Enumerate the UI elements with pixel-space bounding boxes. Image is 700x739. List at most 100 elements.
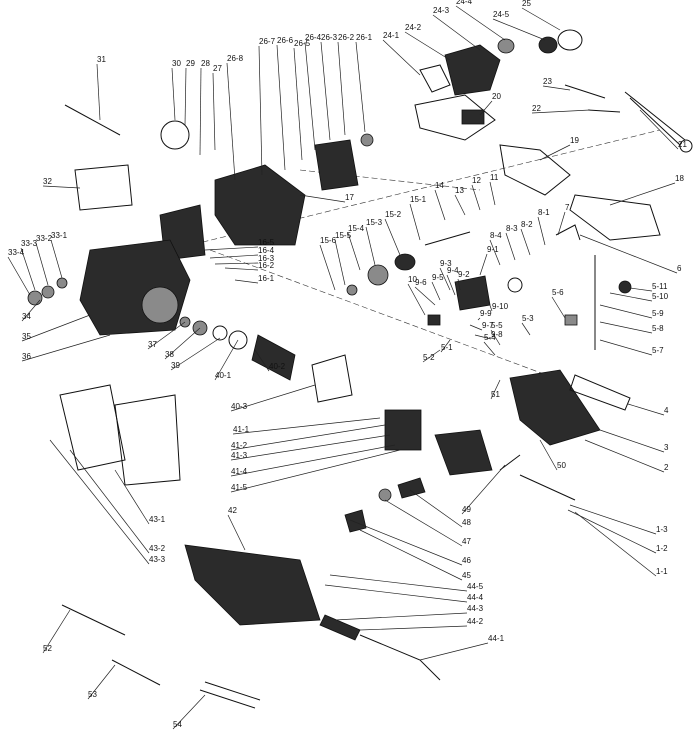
leader-line-16-5 xyxy=(204,246,259,251)
leader-line-5-8 xyxy=(599,321,653,334)
leader-line-40-3 xyxy=(230,384,316,412)
part-label-16-3: 16-3 xyxy=(258,254,275,263)
leader-line-24-5 xyxy=(492,18,546,41)
cord-guard-part xyxy=(319,614,361,641)
part-label-20: 20 xyxy=(492,92,501,101)
part-label-3: 3 xyxy=(664,443,669,452)
leader-line-9-2 xyxy=(457,278,461,291)
part-label-34: 34 xyxy=(22,312,31,321)
part-label-43-2: 43-2 xyxy=(149,544,166,553)
leader-line-1-1 xyxy=(574,511,657,577)
lever-part xyxy=(519,474,576,501)
leader-line-44-4 xyxy=(324,584,468,603)
part-label-37: 37 xyxy=(148,340,157,349)
leader-line-25 xyxy=(521,7,561,31)
leader-line-38 xyxy=(164,327,201,360)
part-label-33-4: 33-4 xyxy=(8,248,25,257)
part-label-12: 12 xyxy=(472,176,481,185)
part-label-21: 21 xyxy=(678,140,687,149)
part-label-22: 22 xyxy=(532,104,541,113)
part-label-16-4: 16-4 xyxy=(258,246,275,255)
part-label-44-4: 44-4 xyxy=(467,593,484,602)
part-label-5-11: 5-11 xyxy=(652,282,668,291)
part-label-41-5: 41-5 xyxy=(231,483,248,492)
part-label-10: 10 xyxy=(408,275,417,284)
leader-line-52 xyxy=(42,609,71,654)
spring-part xyxy=(507,277,523,293)
power-cord-part xyxy=(359,634,441,681)
leader-line-16-3 xyxy=(214,262,259,265)
clip-part xyxy=(555,224,581,241)
leader-line-8-4 xyxy=(489,239,501,266)
leader-line-44-2 xyxy=(359,625,468,631)
part-label-52: 52 xyxy=(43,644,52,653)
part-label-1-1: 1-1 xyxy=(656,567,668,576)
leader-line-1-3 xyxy=(569,504,657,535)
part-label-44-3: 44-3 xyxy=(467,604,484,613)
part-label-9-2: 9-2 xyxy=(458,270,470,279)
part-label-26-2: 26-2 xyxy=(338,33,355,42)
side-cover-part xyxy=(74,164,133,211)
cap-ring-part xyxy=(538,36,558,54)
leader-line-11 xyxy=(489,181,496,206)
part-label-5-8: 5-8 xyxy=(652,324,664,333)
brake-mechanism-part xyxy=(454,275,491,311)
part-label-48: 48 xyxy=(462,518,471,527)
part-label-33-3: 33-3 xyxy=(21,239,38,248)
leader-line-37 xyxy=(147,321,186,350)
part-label-50: 50 xyxy=(557,461,566,470)
leader-line-6 xyxy=(579,234,678,274)
leader-line-26-5 xyxy=(293,47,303,161)
part-label-27: 27 xyxy=(213,64,222,73)
leader-line-8-2 xyxy=(520,228,531,256)
part-label-31: 31 xyxy=(97,55,106,64)
leader-line-33-3 xyxy=(20,247,36,291)
leader-lines xyxy=(7,5,679,730)
leader-line-44-3 xyxy=(334,612,468,621)
part-label-32: 32 xyxy=(43,177,52,186)
part-label-28: 28 xyxy=(201,59,210,68)
part-label-2: 2 xyxy=(664,463,669,472)
part-label-41-4: 41-4 xyxy=(231,467,248,476)
part-label-5-4: 5-4 xyxy=(484,333,496,342)
part-label-43-3: 43-3 xyxy=(149,555,166,564)
part-label-8-2: 8-2 xyxy=(521,220,533,229)
spring-part xyxy=(499,454,521,471)
oil-tank-part xyxy=(444,44,501,96)
leader-line-27 xyxy=(212,72,216,151)
leader-line-13 xyxy=(454,194,466,216)
leader-line-5-9 xyxy=(599,304,653,319)
leader-line-28 xyxy=(199,67,202,156)
part-label-13: 13 xyxy=(455,186,464,195)
leader-line-1-2 xyxy=(567,509,657,554)
part-label-15-3: 15-3 xyxy=(366,218,383,227)
part-number-labels: 1-11-21-32345-15-25-35-45-55-65-75-85-95… xyxy=(8,0,687,729)
handle-bracket-part xyxy=(114,394,181,486)
leader-line-8-1 xyxy=(537,216,546,246)
leader-line-41-5 xyxy=(230,449,401,493)
part-label-33-1: 33-1 xyxy=(51,231,68,240)
leader-line-26-3 xyxy=(320,41,331,141)
leader-line-5-6 xyxy=(551,296,566,319)
leader-line-26-2 xyxy=(337,41,346,136)
part-label-39: 39 xyxy=(171,361,180,370)
leader-line-47 xyxy=(384,499,463,547)
part-label-1-2: 1-2 xyxy=(656,544,668,553)
leader-line-9-7 xyxy=(469,324,483,331)
leader-line-9-9 xyxy=(477,317,481,321)
part-label-5-5: 5-5 xyxy=(491,321,503,330)
front-housing-part xyxy=(509,369,601,446)
washer-part xyxy=(497,38,515,54)
fan-grille-part xyxy=(141,286,179,324)
leader-line-19 xyxy=(539,144,571,161)
leader-line-9-8 xyxy=(474,334,492,340)
part-label-26-4: 26-4 xyxy=(305,33,322,42)
leader-line-5-1 xyxy=(440,339,451,353)
wrench-end xyxy=(679,139,693,153)
part-label-15-1: 15-1 xyxy=(410,195,427,204)
part-label-5-3: 5-3 xyxy=(522,314,534,323)
chain-link-block xyxy=(461,109,485,125)
leader-line-18 xyxy=(609,182,676,206)
